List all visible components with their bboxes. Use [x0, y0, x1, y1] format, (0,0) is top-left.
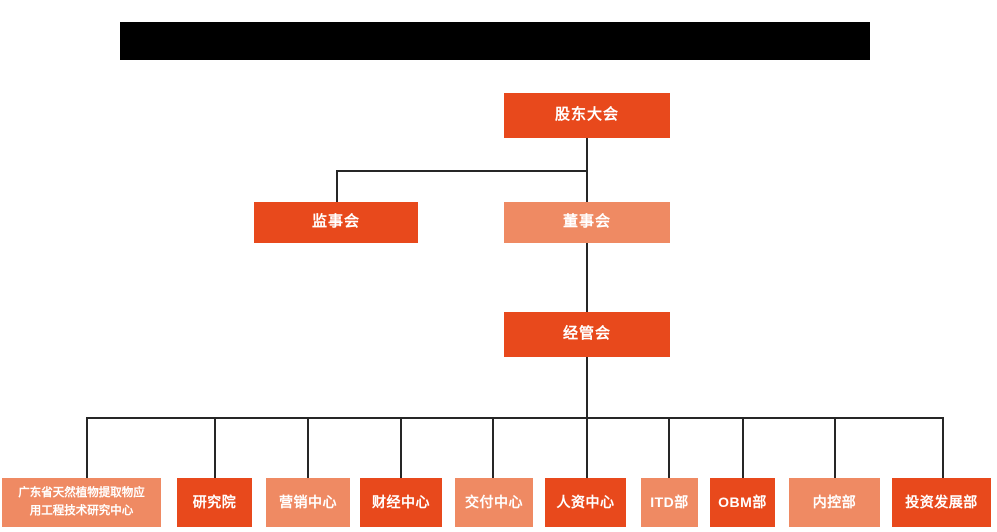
node-department-finance-center[interactable]: 财经中心 [360, 478, 442, 527]
node-label: 内控部 [812, 493, 857, 510]
node-label: 股东大会 [554, 106, 619, 124]
node-department-hr-center[interactable]: 人资中心 [545, 478, 626, 527]
connector-l1-split-bar [336, 170, 588, 172]
connector-drop-5 [492, 417, 494, 478]
node-department-delivery-center[interactable]: 交付中心 [455, 478, 533, 527]
connector-directors-to-management [586, 243, 588, 313]
connector-drop-4 [400, 417, 402, 478]
node-department-obm[interactable]: OBM部 [710, 478, 775, 527]
connector-drop-9 [834, 417, 836, 478]
node-label: 董事会 [562, 213, 611, 231]
connector-drop-3 [307, 417, 309, 478]
connector-to-directors [586, 170, 588, 202]
connector-drop-2 [214, 417, 216, 478]
node-label: 投资发展部 [905, 493, 978, 510]
connector-department-bus [86, 417, 944, 419]
node-department-investment-development[interactable]: 投资发展部 [892, 478, 991, 527]
node-department-guangdong-research-center[interactable]: 广东省天然植物提取物应 用工程技术研究中心 [2, 478, 161, 527]
node-department-marketing-center[interactable]: 营销中心 [266, 478, 350, 527]
connector-drop-1 [86, 417, 88, 478]
node-board-of-directors[interactable]: 董事会 [504, 202, 670, 243]
node-label: 研究院 [192, 493, 237, 510]
node-board-of-supervisors[interactable]: 监事会 [254, 202, 418, 243]
node-label: 广东省天然植物提取物应 用工程技术研究中心 [14, 485, 149, 520]
node-label: 监事会 [311, 213, 360, 231]
redacted-title-bar [120, 22, 870, 60]
node-label-line1: 广东省天然植物提取物应 [18, 487, 145, 500]
connector-drop-7 [668, 417, 670, 478]
node-label: 交付中心 [465, 493, 523, 510]
node-label: 财经中心 [372, 493, 430, 510]
connector-management-down [586, 357, 588, 418]
node-label: OBM部 [718, 493, 767, 510]
connector-drop-6 [586, 417, 588, 478]
connector-l1-down [586, 138, 588, 171]
node-department-itd[interactable]: ITD部 [641, 478, 698, 527]
node-management-committee[interactable]: 经管会 [504, 312, 670, 357]
node-label: 经管会 [562, 325, 611, 343]
node-department-research-institute[interactable]: 研究院 [177, 478, 252, 527]
connector-drop-10 [942, 417, 944, 478]
node-label: 营销中心 [279, 493, 337, 510]
connector-to-supervisors [336, 170, 338, 202]
connector-drop-8 [742, 417, 744, 478]
node-label: ITD部 [650, 493, 689, 510]
node-label: 人资中心 [556, 493, 615, 510]
node-department-internal-control[interactable]: 内控部 [789, 478, 880, 527]
node-label-line2: 用工程技术研究中心 [29, 504, 134, 517]
node-shareholders-meeting[interactable]: 股东大会 [504, 93, 670, 138]
